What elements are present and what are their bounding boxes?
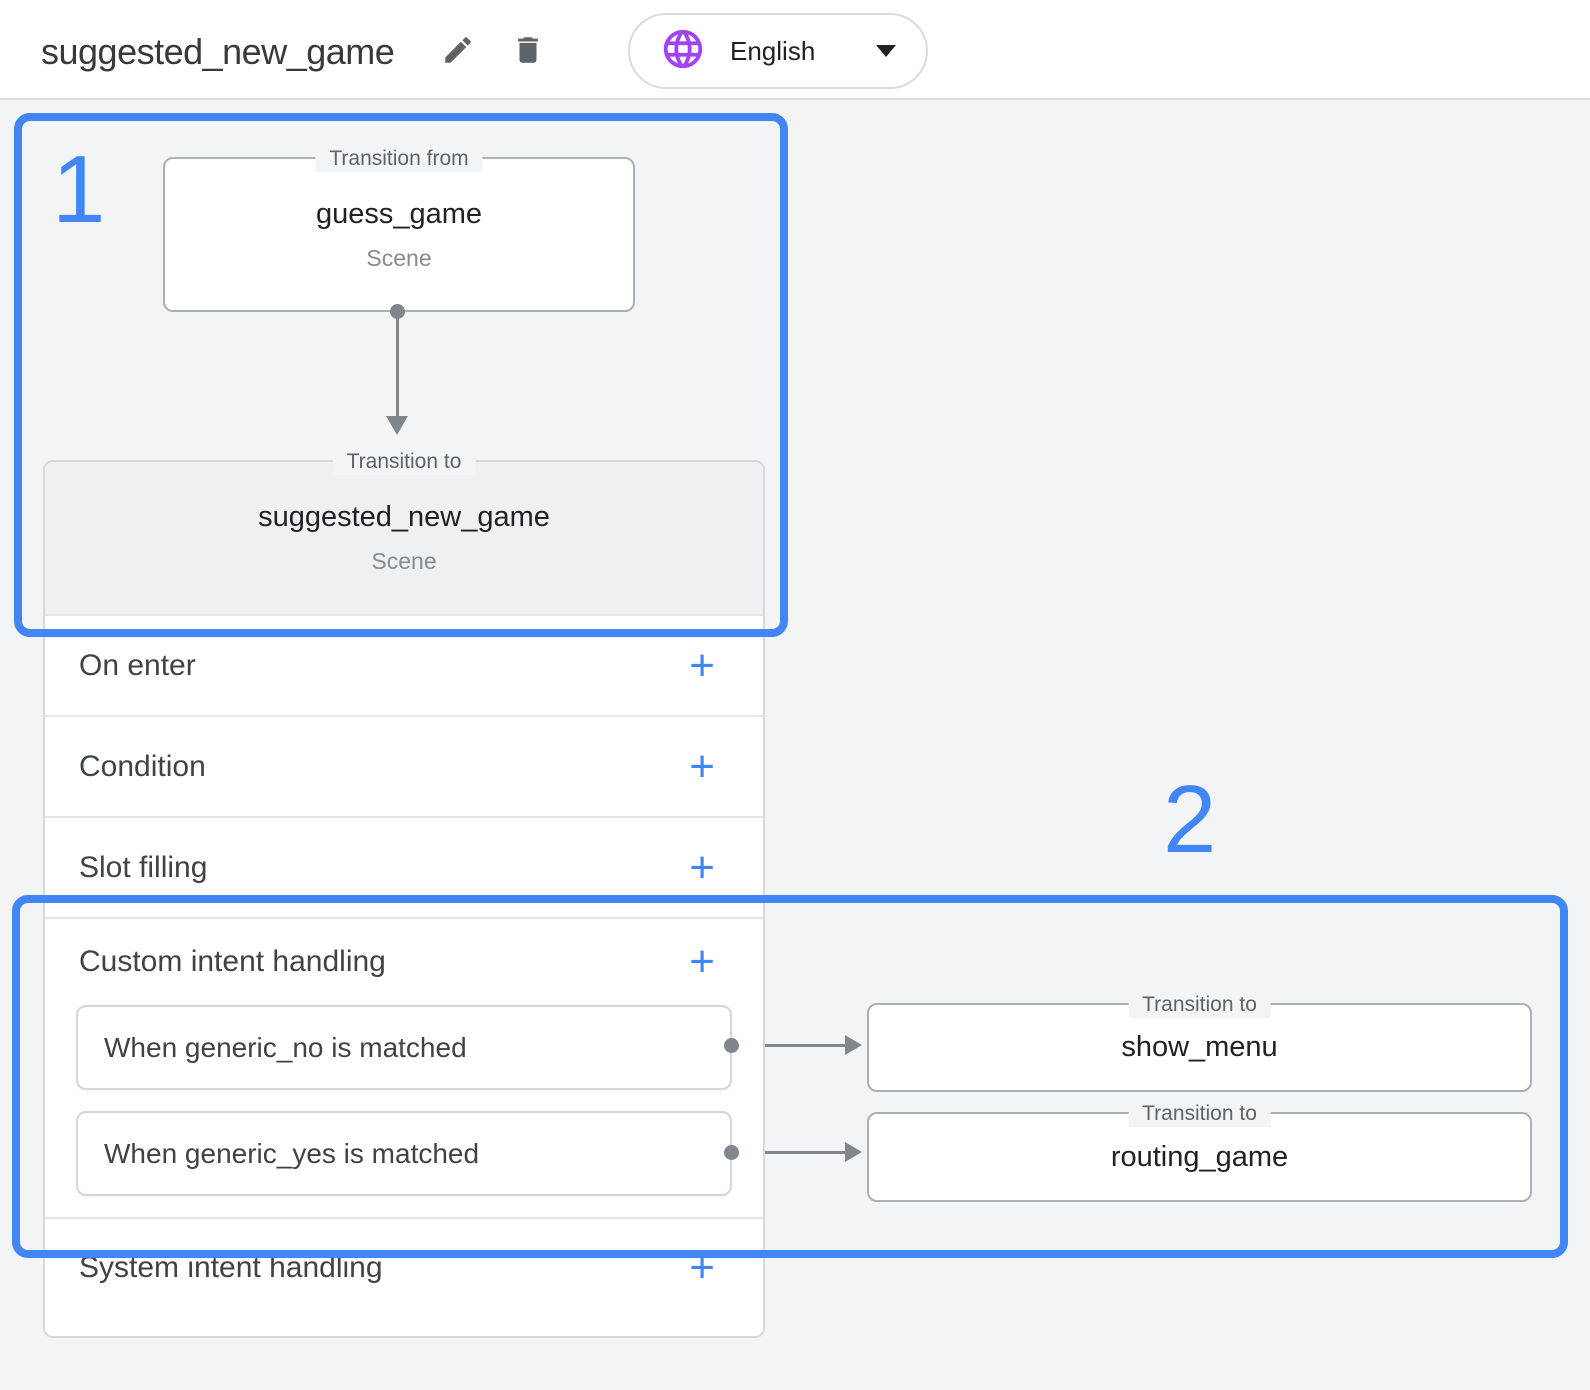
transition-to-show-menu-box[interactable]: Transition to show_menu [867,992,1532,1092]
intent-label: When generic_no is matched [104,1031,467,1063]
current-scene-name: suggested_new_game [258,501,550,533]
transition-to-current-scene: Transition to suggested_new_game Scene [45,449,763,614]
pencil-icon [441,37,475,70]
destination-scene-name: routing_game [1110,1140,1289,1173]
connector-dot [724,1038,739,1053]
section-label: On enter [79,648,196,682]
transition-from-scene-type: Scene [366,244,432,271]
annotation-number-1: 1 [52,136,106,243]
section-label: Custom intent handling [79,945,386,978]
connector-dot [724,1145,739,1160]
page-title: suggested_new_game [41,31,395,72]
transition-to-routing-game-box[interactable]: Transition to routing_game [867,1101,1532,1202]
add-on-enter-button[interactable]: + [685,643,719,688]
arrow-down-icon [386,416,408,435]
section-label: Condition [79,749,206,783]
arrow-right-icon [845,1035,862,1055]
section-label: Slot filling [79,850,208,884]
add-condition-button[interactable]: + [685,744,719,789]
transition-from-scene-name: guess_game [315,197,483,230]
current-scene-type: Scene [371,548,437,574]
trash-icon [511,37,545,70]
section-condition: Condition + [45,715,763,816]
transition-to-legend: Transition to [1128,992,1271,1018]
delete-scene-button[interactable] [511,33,545,67]
language-selector[interactable]: English [628,13,928,89]
section-system-intent-handling: System intent handling + [45,1217,763,1317]
connector-dot [390,304,405,319]
connector-line [396,318,399,420]
transition-to-legend: Transition to [1128,1101,1271,1127]
transition-to-legend: Transition to [332,449,476,475]
scene-panel: Transition to suggested_new_game Scene O… [43,449,765,1338]
add-slot-filling-button[interactable]: + [685,845,719,890]
intent-row-generic-yes[interactable]: When generic_yes is matched [76,1111,732,1196]
intent-row-generic-no[interactable]: When generic_no is matched [76,1005,732,1090]
arrow-right-icon [845,1142,862,1162]
globe-icon [660,26,706,77]
custom-intent-header: Custom intent handling + [45,919,763,1005]
edit-scene-button[interactable] [441,33,475,67]
transition-from-box[interactable]: Transition from guess_game Scene [163,146,635,312]
section-custom-intent-handling: Custom intent handling + When generic_no… [45,917,763,1196]
intent-label: When generic_yes is matched [104,1137,480,1169]
section-slot-filling: Slot filling + [45,816,763,917]
section-label: System intent handling [79,1251,383,1284]
annotation-number-2: 2 [1163,766,1217,873]
add-custom-intent-button[interactable]: + [685,940,719,984]
connector-line [739,1044,849,1047]
language-label: English [730,35,816,66]
header-bar: suggested_new_game English [0,0,1590,100]
section-on-enter: On enter + [45,614,763,715]
add-system-intent-button[interactable]: + [685,1246,719,1290]
transition-from-legend: Transition from [315,146,483,172]
chevron-down-icon [876,45,896,57]
destination-scene-name: show_menu [1121,1031,1278,1063]
connector-line [739,1151,849,1154]
